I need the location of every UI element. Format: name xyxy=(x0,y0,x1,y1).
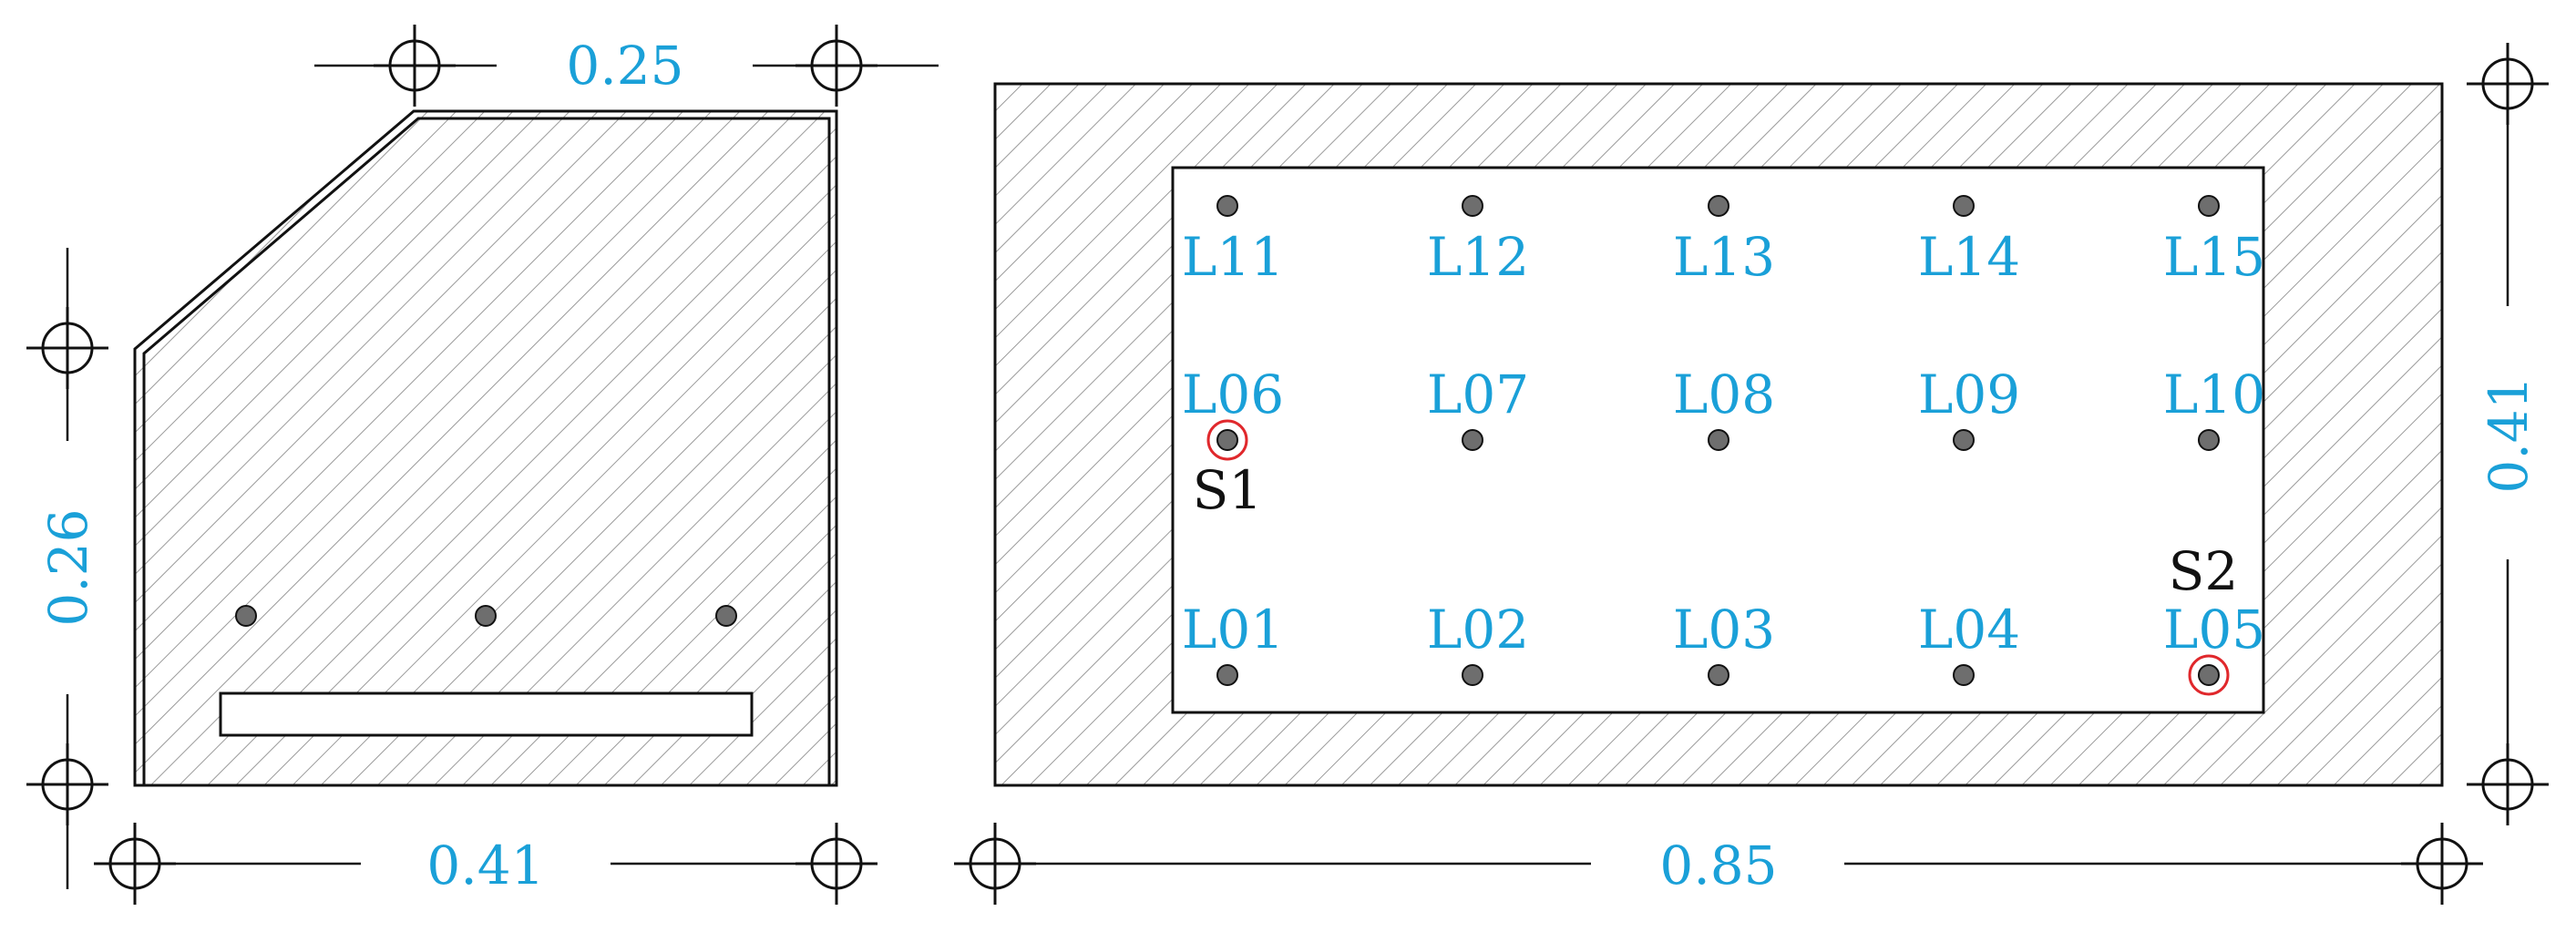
left-section-body xyxy=(133,109,838,787)
measurement-point-label: L14 xyxy=(1918,226,2020,288)
measurement-point-label: L10 xyxy=(2163,364,2265,425)
measurement-point-label: L09 xyxy=(1918,364,2020,425)
measurement-point-label: L01 xyxy=(1182,599,1284,661)
measurement-point xyxy=(1953,429,1975,451)
sensor-ring xyxy=(2188,654,2230,696)
measurement-point xyxy=(2198,195,2220,217)
measurement-point xyxy=(1462,195,1483,217)
measurement-point-label: L11 xyxy=(1182,226,1284,288)
measurement-point-label: L04 xyxy=(1918,599,2020,661)
sensor-label: S1 xyxy=(1193,459,1263,521)
measurement-point-label: L06 xyxy=(1182,364,1284,425)
left-rebar-point xyxy=(475,605,497,627)
measurement-point-label: L07 xyxy=(1427,364,1529,425)
measurement-point-label: L13 xyxy=(1673,226,1775,288)
measurement-point-label: L08 xyxy=(1673,364,1775,425)
measurement-point xyxy=(1216,195,1238,217)
measurement-point xyxy=(1216,664,1238,686)
measurement-point-label: L02 xyxy=(1427,599,1529,661)
measurement-point-label: L15 xyxy=(2163,226,2265,288)
measurement-point xyxy=(1953,664,1975,686)
measurement-point xyxy=(1708,429,1729,451)
measurement-point xyxy=(1953,195,1975,217)
measurement-point xyxy=(1708,664,1729,686)
right-dim-bottom: 0.85 xyxy=(1659,835,1777,896)
left-dim-bottom: 0.41 xyxy=(426,835,544,896)
measurement-point xyxy=(2198,429,2220,451)
left-section: 0.25 0.26 0.41 xyxy=(25,23,939,906)
measurement-point-label: L03 xyxy=(1673,599,1775,661)
measurement-point xyxy=(1708,195,1729,217)
left-rebar-point xyxy=(235,605,257,627)
measurement-point xyxy=(1216,429,1238,451)
measurement-point-label: L05 xyxy=(2163,599,2265,661)
left-section-inner-outline xyxy=(142,117,831,787)
sensor-ring xyxy=(1206,419,1248,461)
right-dim-side: 0.41 xyxy=(2478,375,2540,493)
left-embedded-bar xyxy=(219,691,754,737)
measurement-point xyxy=(1462,664,1483,686)
left-rebar-point xyxy=(715,605,737,627)
left-dim-side: 0.26 xyxy=(37,508,99,626)
measurement-point xyxy=(2198,664,2220,686)
sensor-label: S2 xyxy=(2169,540,2239,602)
measurement-point xyxy=(1462,429,1483,451)
left-dim-top: 0.25 xyxy=(566,35,683,97)
measurement-point-label: L12 xyxy=(1427,226,1529,288)
